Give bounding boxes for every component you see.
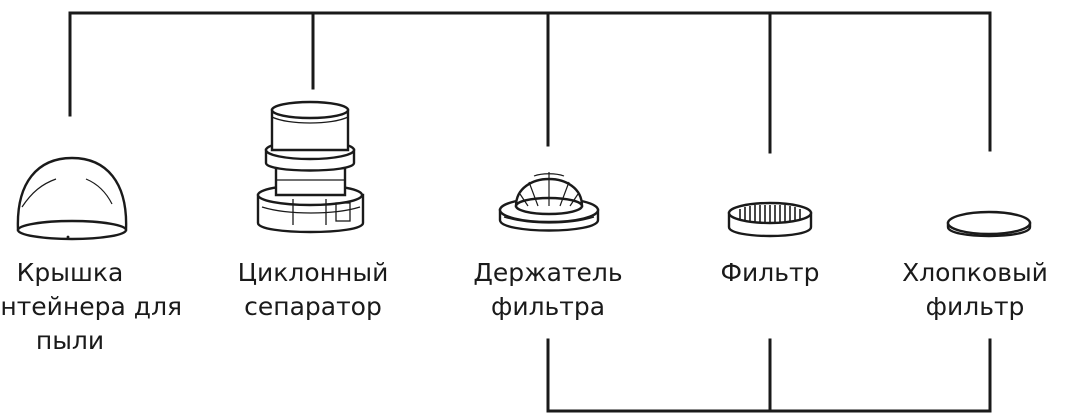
cotton-filter-icon (946, 210, 1032, 238)
dust-container-lid-icon (16, 156, 128, 241)
filter-icon (727, 201, 813, 238)
label-filter-holder: Держатель фильтра (473, 258, 623, 321)
label-cotton-filter: Хлопковый фильтр (902, 258, 1048, 321)
label-cyclone-separator: Циклонный сепаратор (237, 258, 389, 321)
label-dust-container-lid: Крышка контейнера для пыли (0, 258, 183, 355)
cyclone-separator-icon (256, 100, 365, 234)
filter-holder-icon (498, 172, 600, 232)
top-bracket (68, 11, 992, 152)
label-filter: Фильтр (720, 258, 820, 287)
